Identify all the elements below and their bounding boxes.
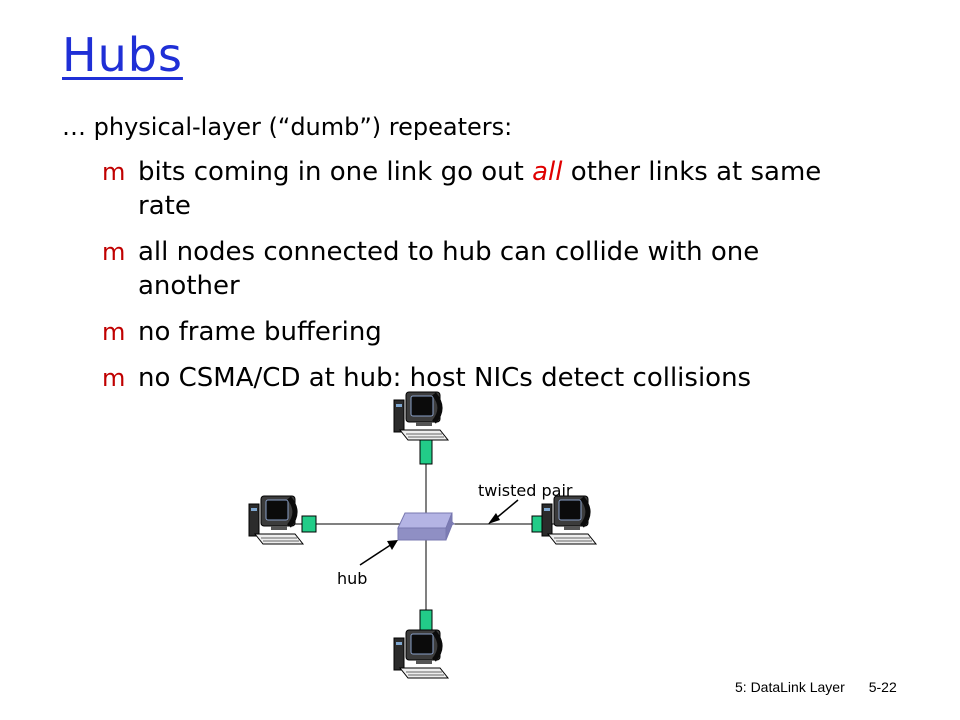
- bullet-item: m bits coming in one link go out all oth…: [102, 155, 842, 223]
- bullet-marker-icon: m: [102, 364, 126, 392]
- bullet-marker-icon: m: [102, 238, 126, 266]
- twisted-pair-label: twisted pair: [478, 481, 573, 500]
- bullet-text: no CSMA/CD at hub: host NICs detect coll…: [138, 363, 752, 393]
- nic-connector-bottom: [419, 609, 433, 633]
- hub-label: hub: [337, 569, 367, 588]
- bullet-text: bits coming in one link go out: [138, 157, 533, 187]
- bullet-item: m no frame buffering: [102, 315, 842, 349]
- hub-arrow: [359, 543, 393, 566]
- nic-connector-top: [419, 439, 433, 465]
- bullet-item: m no CSMA/CD at hub: host NICs detect co…: [102, 361, 842, 395]
- footer-chapter: 5: DataLink Layer: [735, 679, 845, 695]
- host-computer-top-icon: [394, 392, 448, 440]
- intro-text: … physical-layer (“dumb”) repeaters:: [62, 113, 513, 141]
- bullet-text: no frame buffering: [138, 317, 382, 347]
- bullet-marker-icon: m: [102, 318, 126, 346]
- host-computer-bottom-icon: [394, 630, 448, 678]
- slide-title: Hubs: [62, 28, 183, 82]
- host-computer-left-icon: [249, 496, 303, 544]
- slide-footer: 5: DataLink Layer 5-22: [735, 679, 897, 695]
- host-computer-right-icon: [542, 496, 596, 544]
- bullet-marker-icon: m: [102, 158, 126, 186]
- bullet-emphasis: all: [532, 157, 563, 187]
- bullet-list: m bits coming in one link go out all oth…: [102, 155, 842, 407]
- bullet-text: all nodes connected to hub can collide w…: [138, 237, 760, 301]
- hub-device-icon: [397, 512, 455, 541]
- twisted-pair-arrowhead-icon: [488, 513, 500, 524]
- nic-connector-left: [301, 515, 317, 533]
- bullet-item: m all nodes connected to hub can collide…: [102, 235, 842, 303]
- bullet-text-rest: other links at same rate: [138, 157, 822, 221]
- hub-arrowhead-icon: [387, 540, 398, 550]
- footer-page-number: 5-22: [868, 679, 897, 695]
